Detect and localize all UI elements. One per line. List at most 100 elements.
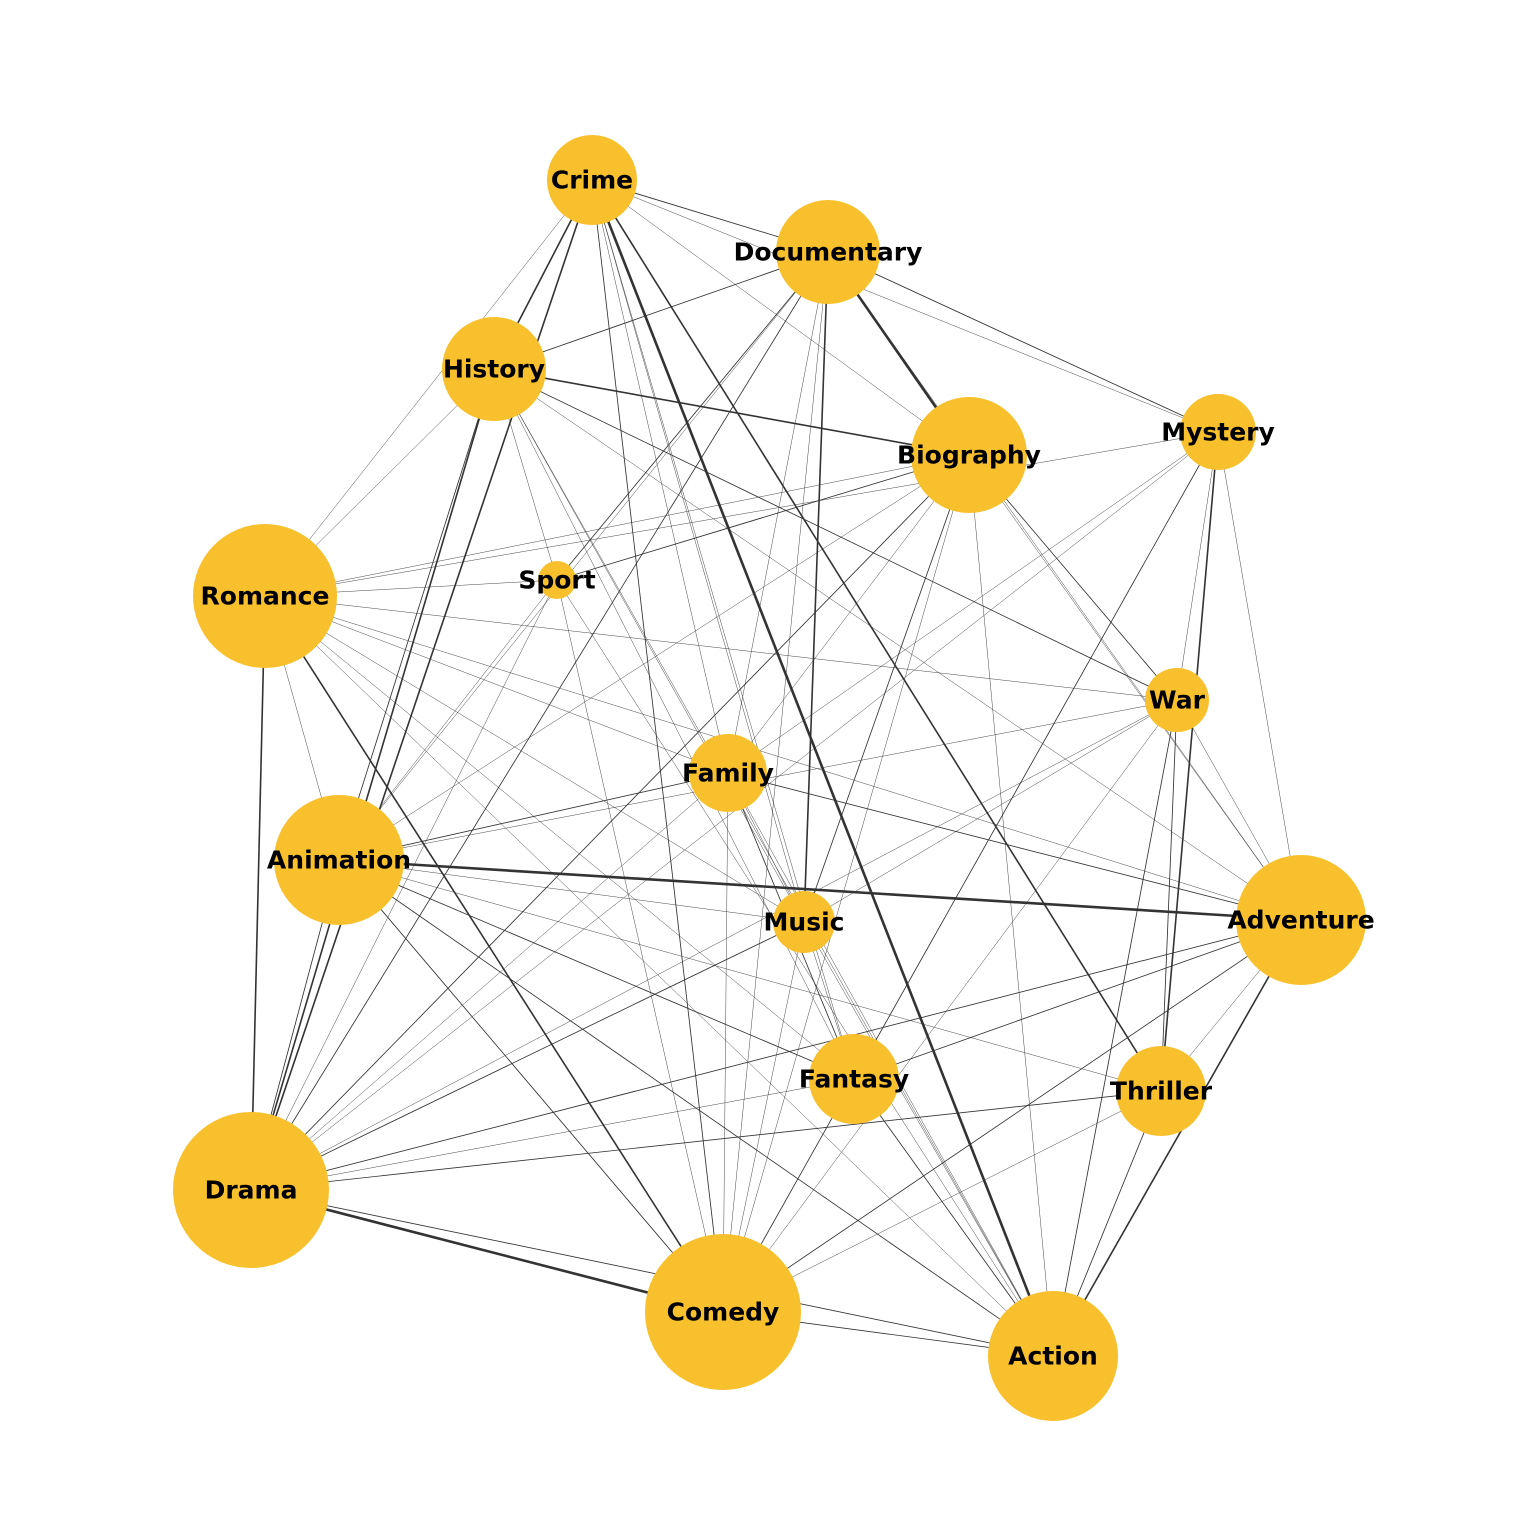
edge-animation-music [338,859,805,923]
edge-romance-family [264,595,729,774]
edge-mystery-adventure [1217,431,1302,921]
edge-history-biography [493,368,970,456]
node-circle-adventure[interactable] [1236,855,1366,985]
node-mystery[interactable]: Mystery [1161,394,1275,470]
edge-romance-comedy [264,595,724,1313]
node-comedy[interactable]: Comedy [645,1234,801,1390]
edge-war-music [803,699,1178,923]
edge-documentary-animation [338,251,829,861]
node-label-mystery: Mystery [1161,418,1275,447]
edge-documentary-comedy [722,251,829,1313]
node-circle-war[interactable] [1145,668,1209,732]
node-label-documentary: Documentary [734,238,923,267]
edge-family-animation [338,772,729,861]
node-thriller[interactable]: Thriller [1110,1046,1213,1136]
node-label-thriller: Thriller [1110,1077,1213,1106]
edge-history-animation [338,368,495,861]
edge-crime-thriller [591,179,1162,1092]
edge-war-action [1052,699,1178,1357]
node-sport[interactable]: Sport [518,561,596,599]
node-circle-mystery[interactable] [1180,394,1256,470]
node-animation[interactable]: Animation [267,795,411,925]
edge-thriller-drama [250,1090,1162,1191]
edge-family-comedy [722,772,729,1313]
edge-romance-war [264,595,1178,701]
node-label-family: Family [682,759,774,788]
edge-history-music [493,368,805,923]
edge-documentary-music [803,251,829,923]
edge-sport-drama [250,579,558,1191]
edge-crime-action [590,179,1055,1357]
edge-adventure-comedy [722,919,1302,1313]
node-circle-crime[interactable] [547,135,637,225]
edge-biography-sport [556,454,970,581]
node-romance[interactable]: Romance [193,524,337,668]
edge-music-drama [250,921,805,1191]
edge-sport-action [556,579,1054,1357]
edge-history-drama [250,368,495,1191]
node-circle-drama[interactable] [173,1112,329,1268]
edge-romance-adventure [264,595,1302,921]
edge-family-adventure [727,772,1302,921]
node-circle-documentary[interactable] [776,200,880,304]
edge-documentary-mystery [827,251,1219,433]
edge-documentary-sport [556,251,829,581]
node-circle-romance[interactable] [193,524,337,668]
edge-animation-comedy [338,859,724,1313]
node-war[interactable]: War [1145,668,1209,732]
edge-sport-comedy [556,579,724,1313]
node-circle-fantasy[interactable] [809,1034,899,1124]
edge-war-drama [250,699,1178,1191]
node-label-action: Action [1008,1342,1098,1371]
edge-adventure-drama [250,919,1302,1191]
edge-romance-action [264,595,1054,1357]
node-circle-history[interactable] [442,317,546,421]
edge-war-comedy [722,699,1178,1313]
node-circle-animation[interactable] [274,795,404,925]
edge-family-drama [250,772,729,1191]
edge-documentary-drama [250,251,829,1191]
edge-adventure-fantasy [853,919,1302,1080]
node-label-sport: Sport [518,566,595,595]
node-history[interactable]: History [442,317,546,421]
edges-layer [250,179,1302,1357]
node-circle-comedy[interactable] [645,1234,801,1390]
edge-documentary-adventure [827,251,1302,921]
edge-animation-thriller [338,859,1162,1092]
node-fantasy[interactable]: Fantasy [799,1034,909,1124]
node-circle-thriller[interactable] [1116,1046,1206,1136]
node-label-music: Music [764,908,845,937]
node-circle-action[interactable] [988,1291,1118,1421]
edge-documentary-history [493,251,829,370]
edge-romance-music [264,595,805,923]
edge-crime-family [591,179,729,774]
node-circle-music[interactable] [773,891,835,953]
node-biography[interactable]: Biography [897,397,1041,513]
edge-mystery-fantasy [853,431,1219,1080]
edge-crime-biography [591,179,970,456]
node-circle-sport[interactable] [538,561,576,599]
node-label-fantasy: Fantasy [799,1065,909,1094]
node-music[interactable]: Music [764,891,845,953]
edge-mystery-thriller [1160,431,1219,1092]
node-label-adventure: Adventure [1227,906,1374,935]
node-circle-family[interactable] [689,734,767,812]
edge-crime-mystery [591,179,1219,433]
node-action[interactable]: Action [988,1291,1118,1421]
node-crime[interactable]: Crime [547,135,637,225]
node-label-drama: Drama [205,1176,298,1205]
node-label-war: War [1149,686,1206,715]
edge-mystery-war [1176,431,1219,701]
edge-biography-music [803,454,970,923]
node-circle-biography[interactable] [911,397,1027,513]
node-documentary[interactable]: Documentary [734,200,923,304]
edge-crime-romance [264,179,593,597]
edge-mystery-romance [264,431,1219,597]
node-adventure[interactable]: Adventure [1227,855,1375,985]
node-drama[interactable]: Drama [173,1112,329,1268]
node-family[interactable]: Family [682,734,774,812]
edge-drama-action [250,1189,1054,1357]
edge-history-war [493,368,1178,701]
